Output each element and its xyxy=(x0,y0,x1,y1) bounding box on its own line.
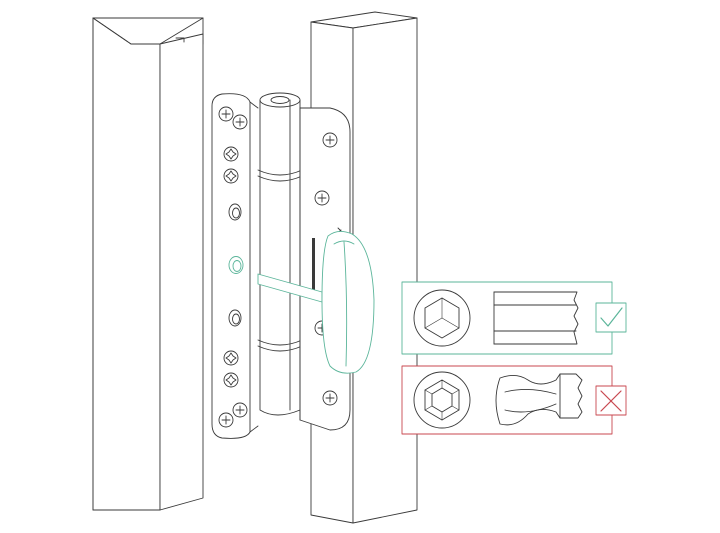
phillips-screw-icon xyxy=(322,390,338,406)
straight-hex-key-profile xyxy=(493,291,579,345)
hex-socket-correct xyxy=(413,289,471,347)
hinge-barrel xyxy=(257,92,303,416)
wrong-usage-panel xyxy=(401,365,627,435)
hex-socket-wrong xyxy=(413,371,471,429)
phillips-screw-icon xyxy=(232,402,248,418)
phillips-screw-icon xyxy=(232,114,248,130)
adjustment-hole xyxy=(228,203,242,221)
plate-screws xyxy=(218,106,248,428)
cross-icon xyxy=(595,385,627,416)
hex-key-tool xyxy=(257,231,375,374)
torx-screw-icon xyxy=(223,350,239,366)
check-icon xyxy=(595,302,627,333)
correct-usage-panel xyxy=(401,281,627,355)
frame-post xyxy=(92,17,204,511)
torx-screw-icon xyxy=(223,146,239,162)
phillips-screw-icon xyxy=(218,412,234,428)
ball-end-hex-key-profile xyxy=(495,373,583,426)
phillips-screw-icon xyxy=(322,132,338,148)
torx-screw-icon xyxy=(223,372,239,388)
phillips-screw-icon xyxy=(218,106,234,122)
adjustment-hole-active xyxy=(228,256,244,274)
torx-screw-icon xyxy=(223,168,239,184)
adjustment-hole xyxy=(228,309,242,327)
phillips-screw-icon xyxy=(314,190,330,206)
